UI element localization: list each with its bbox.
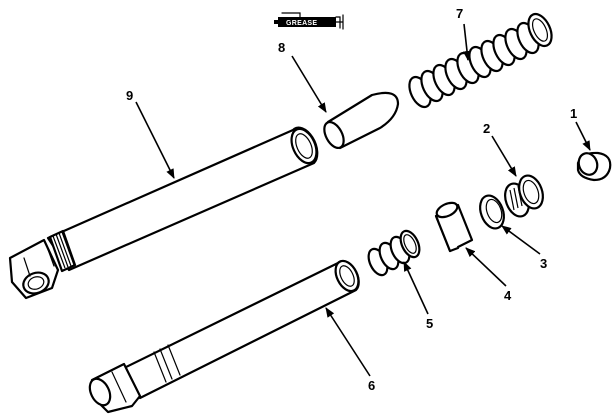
leader-1: [575, 121, 591, 151]
callout-5: 5: [426, 316, 433, 331]
part-5-spring: [367, 229, 421, 277]
leader-lines: [135, 23, 591, 377]
part-4-sleeve: [434, 201, 474, 253]
callout-4: 4: [504, 288, 512, 303]
part-3-ring: [479, 194, 505, 230]
callout-9: 9: [126, 88, 133, 103]
part-2-bushing: [504, 174, 546, 218]
part-8-plunger: [323, 91, 400, 150]
callout-8: 8: [278, 40, 285, 55]
leader-5: [403, 261, 429, 315]
callout-1: 1: [570, 106, 577, 121]
leader-2: [491, 135, 517, 177]
leader-9: [135, 101, 175, 179]
callout-6: 6: [368, 378, 375, 393]
part-6-rod: [88, 259, 360, 414]
grease-label: GREASE: [286, 20, 317, 27]
leader-4: [465, 247, 507, 287]
leader-3: [501, 225, 541, 255]
leader-6: [325, 307, 371, 377]
part-1-cap: [576, 151, 612, 182]
part-7-spring: [408, 12, 556, 109]
leader-7: [463, 23, 471, 61]
callout-3: 3: [540, 256, 547, 271]
callout-labels: 1 2 3 4 5 6 7 8 9: [126, 6, 577, 393]
callout-2: 2: [483, 121, 490, 136]
grease-gun-icon: GREASE: [274, 12, 344, 30]
leader-8: [291, 55, 327, 113]
part-9-cylinder: [8, 126, 319, 300]
callout-7: 7: [456, 6, 463, 21]
